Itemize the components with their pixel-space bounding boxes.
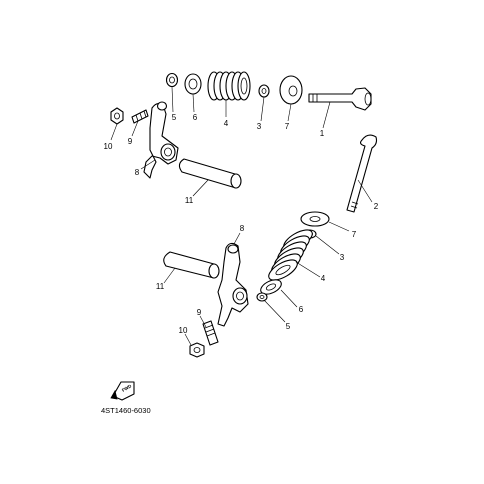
callout-bottom-7: 7 xyxy=(352,230,357,239)
valve-part-top xyxy=(308,87,372,111)
callout-bottom-3: 3 xyxy=(340,253,345,262)
forward-mark-label: FWD xyxy=(121,383,133,393)
callout-bottom-9: 9 xyxy=(197,308,202,317)
spring-seat-part-bottom xyxy=(260,279,282,295)
callout-top-3: 3 xyxy=(257,122,262,131)
rocker-arm-part-top xyxy=(143,101,179,179)
forward-arrow-icon: FWD xyxy=(110,381,135,401)
callout-top-5: 5 xyxy=(172,113,177,122)
valve-part-middle xyxy=(346,134,378,213)
rocker-shaft-part-top xyxy=(178,158,242,189)
callout-bottom-11: 11 xyxy=(156,282,165,291)
callout-top-4: 4 xyxy=(224,119,229,128)
leader-lines xyxy=(110,86,373,346)
collet-part-bottom xyxy=(256,292,268,302)
valve-spring-part-bottom xyxy=(268,229,313,281)
callout-bottom-4: 4 xyxy=(321,274,326,283)
locknut-part-bottom xyxy=(189,342,205,358)
callout-top-10: 10 xyxy=(104,142,113,151)
callout-bottom-6: 6 xyxy=(299,305,304,314)
callout-bottom-8: 8 xyxy=(240,224,245,233)
locknut-part-top xyxy=(110,107,124,125)
callout-top-8: 8 xyxy=(135,168,140,177)
callout-top-6: 6 xyxy=(193,113,198,122)
diagram-code: 4ST1460-6030 xyxy=(101,406,151,415)
washer-part-top xyxy=(279,75,303,105)
valve-spring-part-top xyxy=(207,71,251,101)
rocker-shaft-part-bottom xyxy=(163,251,220,279)
adjusting-screw-part-top xyxy=(131,109,149,124)
adjusting-screw-part-bottom xyxy=(202,320,219,346)
stem-seal-part-top xyxy=(258,84,270,98)
callout-bottom-5: 5 xyxy=(286,322,291,331)
spring-seat-part-top xyxy=(184,73,202,95)
callout-bottom-10: 10 xyxy=(179,326,188,335)
callout-top-11: 11 xyxy=(185,196,194,205)
callout-top-1: 1 xyxy=(320,129,325,138)
collet-part-top xyxy=(165,72,179,88)
callout-labels: 5 6 4 3 7 1 10 9 8 11 2 7 3 4 6 5 8 11 9… xyxy=(104,113,379,335)
callout-top-9: 9 xyxy=(128,137,133,146)
washer-part-bottom xyxy=(300,211,330,227)
callout-top-7: 7 xyxy=(285,122,290,131)
rocker-arm-part-bottom xyxy=(217,242,249,327)
callout-top-2: 2 xyxy=(374,202,379,211)
